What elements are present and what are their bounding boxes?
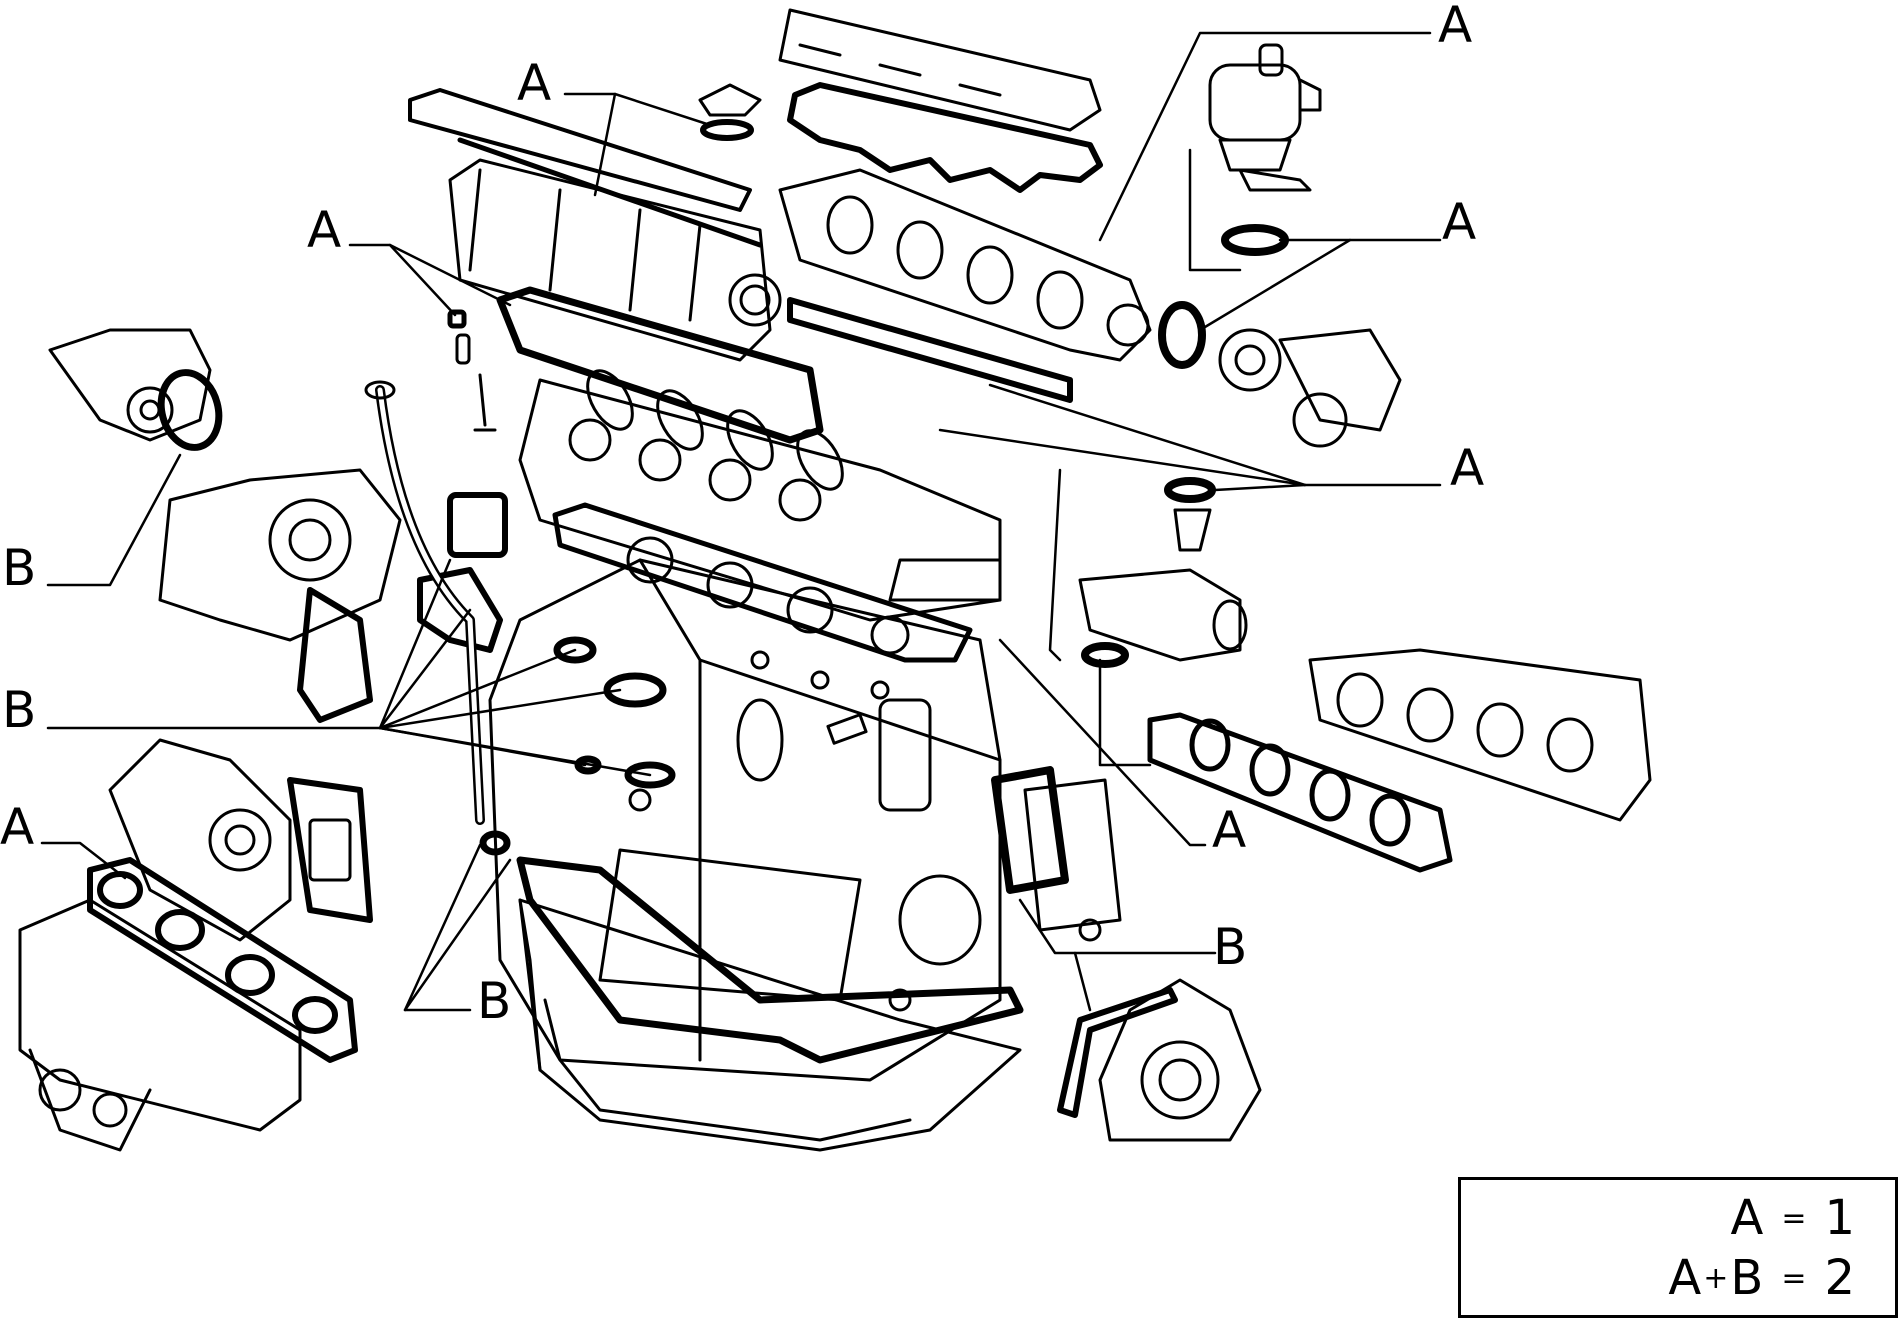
legend-row-a-plus-b: A+B = 2: [1668, 1250, 1855, 1306]
oil-pan: [518, 898, 1022, 1152]
legend-kit-a-label: A: [1730, 1190, 1764, 1246]
valve-cover: [778, 8, 1102, 132]
exhaust-manifold-right: [1308, 648, 1652, 822]
legend-row-a: A = 1: [1730, 1190, 1855, 1246]
legend-equals-1: =: [1781, 1201, 1807, 1236]
block-seal-rings: [479, 636, 676, 856]
engine-block: [488, 558, 1002, 1082]
cylinder-head: [518, 369, 1002, 622]
valve-seal-parts: [447, 309, 497, 432]
exhaust-manifold-gasket-left: [87, 857, 358, 1063]
throttle-body: [1158, 301, 1402, 448]
legend-equals-2: =: [1781, 1261, 1807, 1296]
water-pump: [48, 328, 223, 451]
callout-b-lower: B: [477, 972, 512, 1030]
oil-pan-gasket: [516, 856, 1024, 1064]
callout-a-right-upper: A: [1442, 193, 1477, 251]
leader-lines: [40, 31, 1442, 1012]
cam-cover-gasket-upper: [408, 88, 763, 248]
side-cover-gasket: [991, 766, 1122, 942]
oil-pump: [158, 468, 402, 723]
callout-a-right-lower: A: [1212, 801, 1247, 859]
intake-gasket-strip: [787, 297, 1073, 403]
callout-a-left: A: [307, 201, 342, 259]
exhaust-manifold-gasket: [1147, 712, 1453, 873]
legend-kit-ab-value: 2: [1824, 1250, 1855, 1306]
callout-b-left-middle: B: [2, 681, 37, 739]
exhaust-manifold-left: [18, 898, 302, 1152]
callout-a-top-right: A: [1438, 0, 1473, 54]
timing-cover-gasket: [417, 492, 508, 653]
rear-main-seal-housing: [1057, 978, 1262, 1142]
legend-plus: +: [1703, 1261, 1729, 1296]
legend-kit-ab-b-label: B: [1730, 1250, 1764, 1306]
oil-filter-adapter: [108, 738, 373, 942]
dipstick-tube: [364, 380, 485, 825]
callout-a-right-middle: A: [1450, 439, 1485, 497]
thermostat-housing: [1078, 477, 1248, 668]
head-gasket: [552, 502, 973, 663]
fuel-pump: [1208, 43, 1322, 256]
cam-cover-gasket-lower: [496, 286, 824, 444]
kit-legend: A = 1 A+B = 2: [1458, 1177, 1898, 1318]
callout-a-top: A: [517, 54, 552, 112]
legend-kit-a-value: 1: [1824, 1190, 1855, 1246]
callout-a-left-lower: A: [0, 798, 35, 856]
camshaft-housing: [448, 158, 782, 362]
callout-b-right: B: [1213, 918, 1248, 976]
oil-filler-cap: [698, 83, 762, 141]
valve-cover-gasket: [787, 82, 1103, 193]
callout-b-left-upper: B: [2, 539, 37, 597]
intake-manifold: [778, 168, 1152, 362]
legend-kit-ab-a-label: A: [1668, 1250, 1702, 1306]
